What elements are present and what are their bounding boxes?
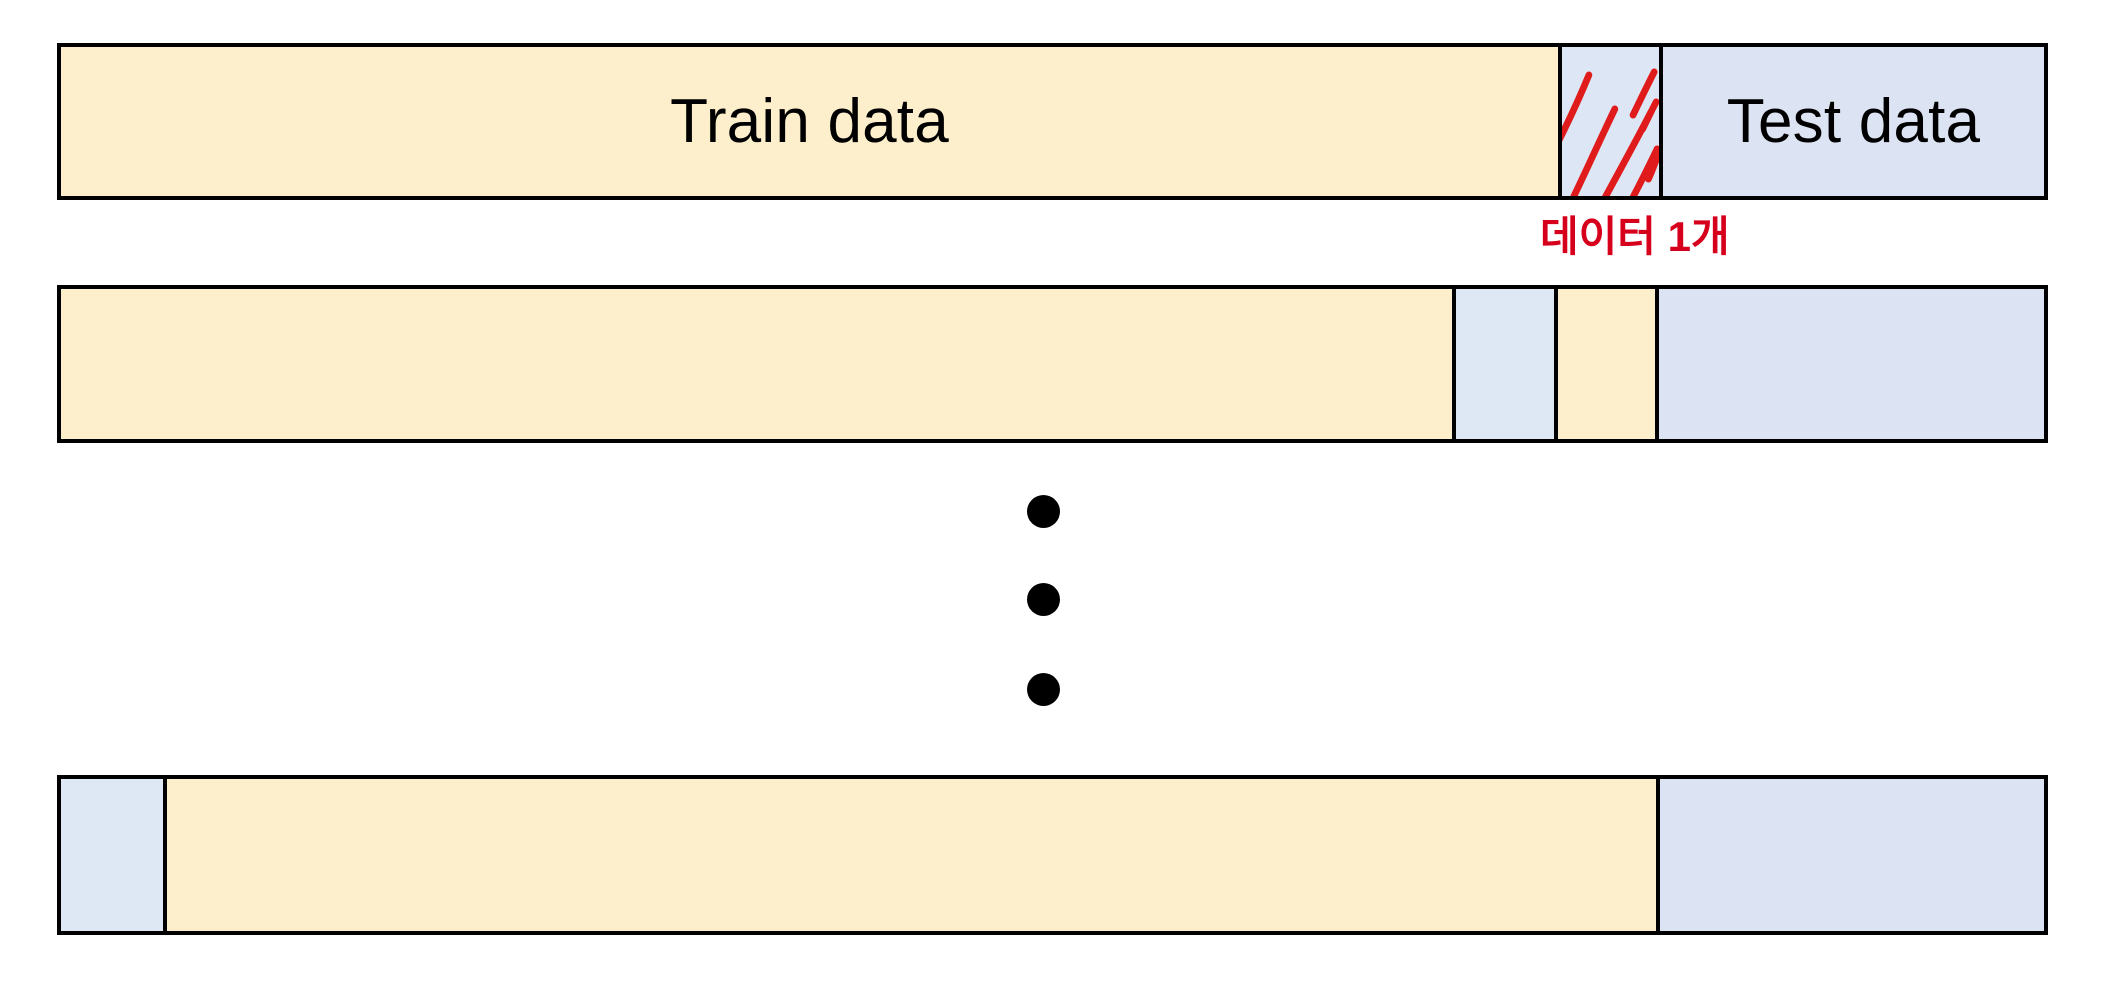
ellipsis-dot: [1027, 495, 1060, 528]
row2-train-segment-right: [1554, 289, 1655, 439]
handwritten-korean-annotation: 데이터 1개: [1540, 213, 1730, 260]
ellipsis-dot: [1027, 583, 1060, 616]
last-fold-row: [57, 775, 2048, 935]
rown-held-out-sample-segment: [61, 779, 163, 931]
annotation-text: 데이터 1개: [1540, 213, 1730, 260]
annotation-data-one-item: 데이터 1개: [1540, 208, 1840, 264]
row1-held-out-sample-segment: [1558, 47, 1659, 196]
row1-test-segment: Test data: [1659, 47, 2044, 196]
vertical-ellipsis: [1027, 485, 1087, 740]
row1-train-segment: Train data: [61, 47, 1558, 196]
first-fold-row: Train data Test data: [57, 43, 2048, 200]
row2-train-segment-left: [61, 289, 1452, 439]
test-data-label: Test data: [1726, 86, 1981, 156]
row2-test-segment: [1655, 289, 2044, 439]
second-fold-row: [57, 285, 2048, 443]
rown-test-segment: [1656, 779, 2044, 931]
ellipsis-dot: [1027, 673, 1060, 706]
train-data-label: Train data: [670, 86, 949, 156]
rown-train-segment: [163, 779, 1656, 931]
row2-held-out-sample-segment: [1452, 289, 1554, 439]
red-hatch-icon: [1562, 68, 1659, 196]
